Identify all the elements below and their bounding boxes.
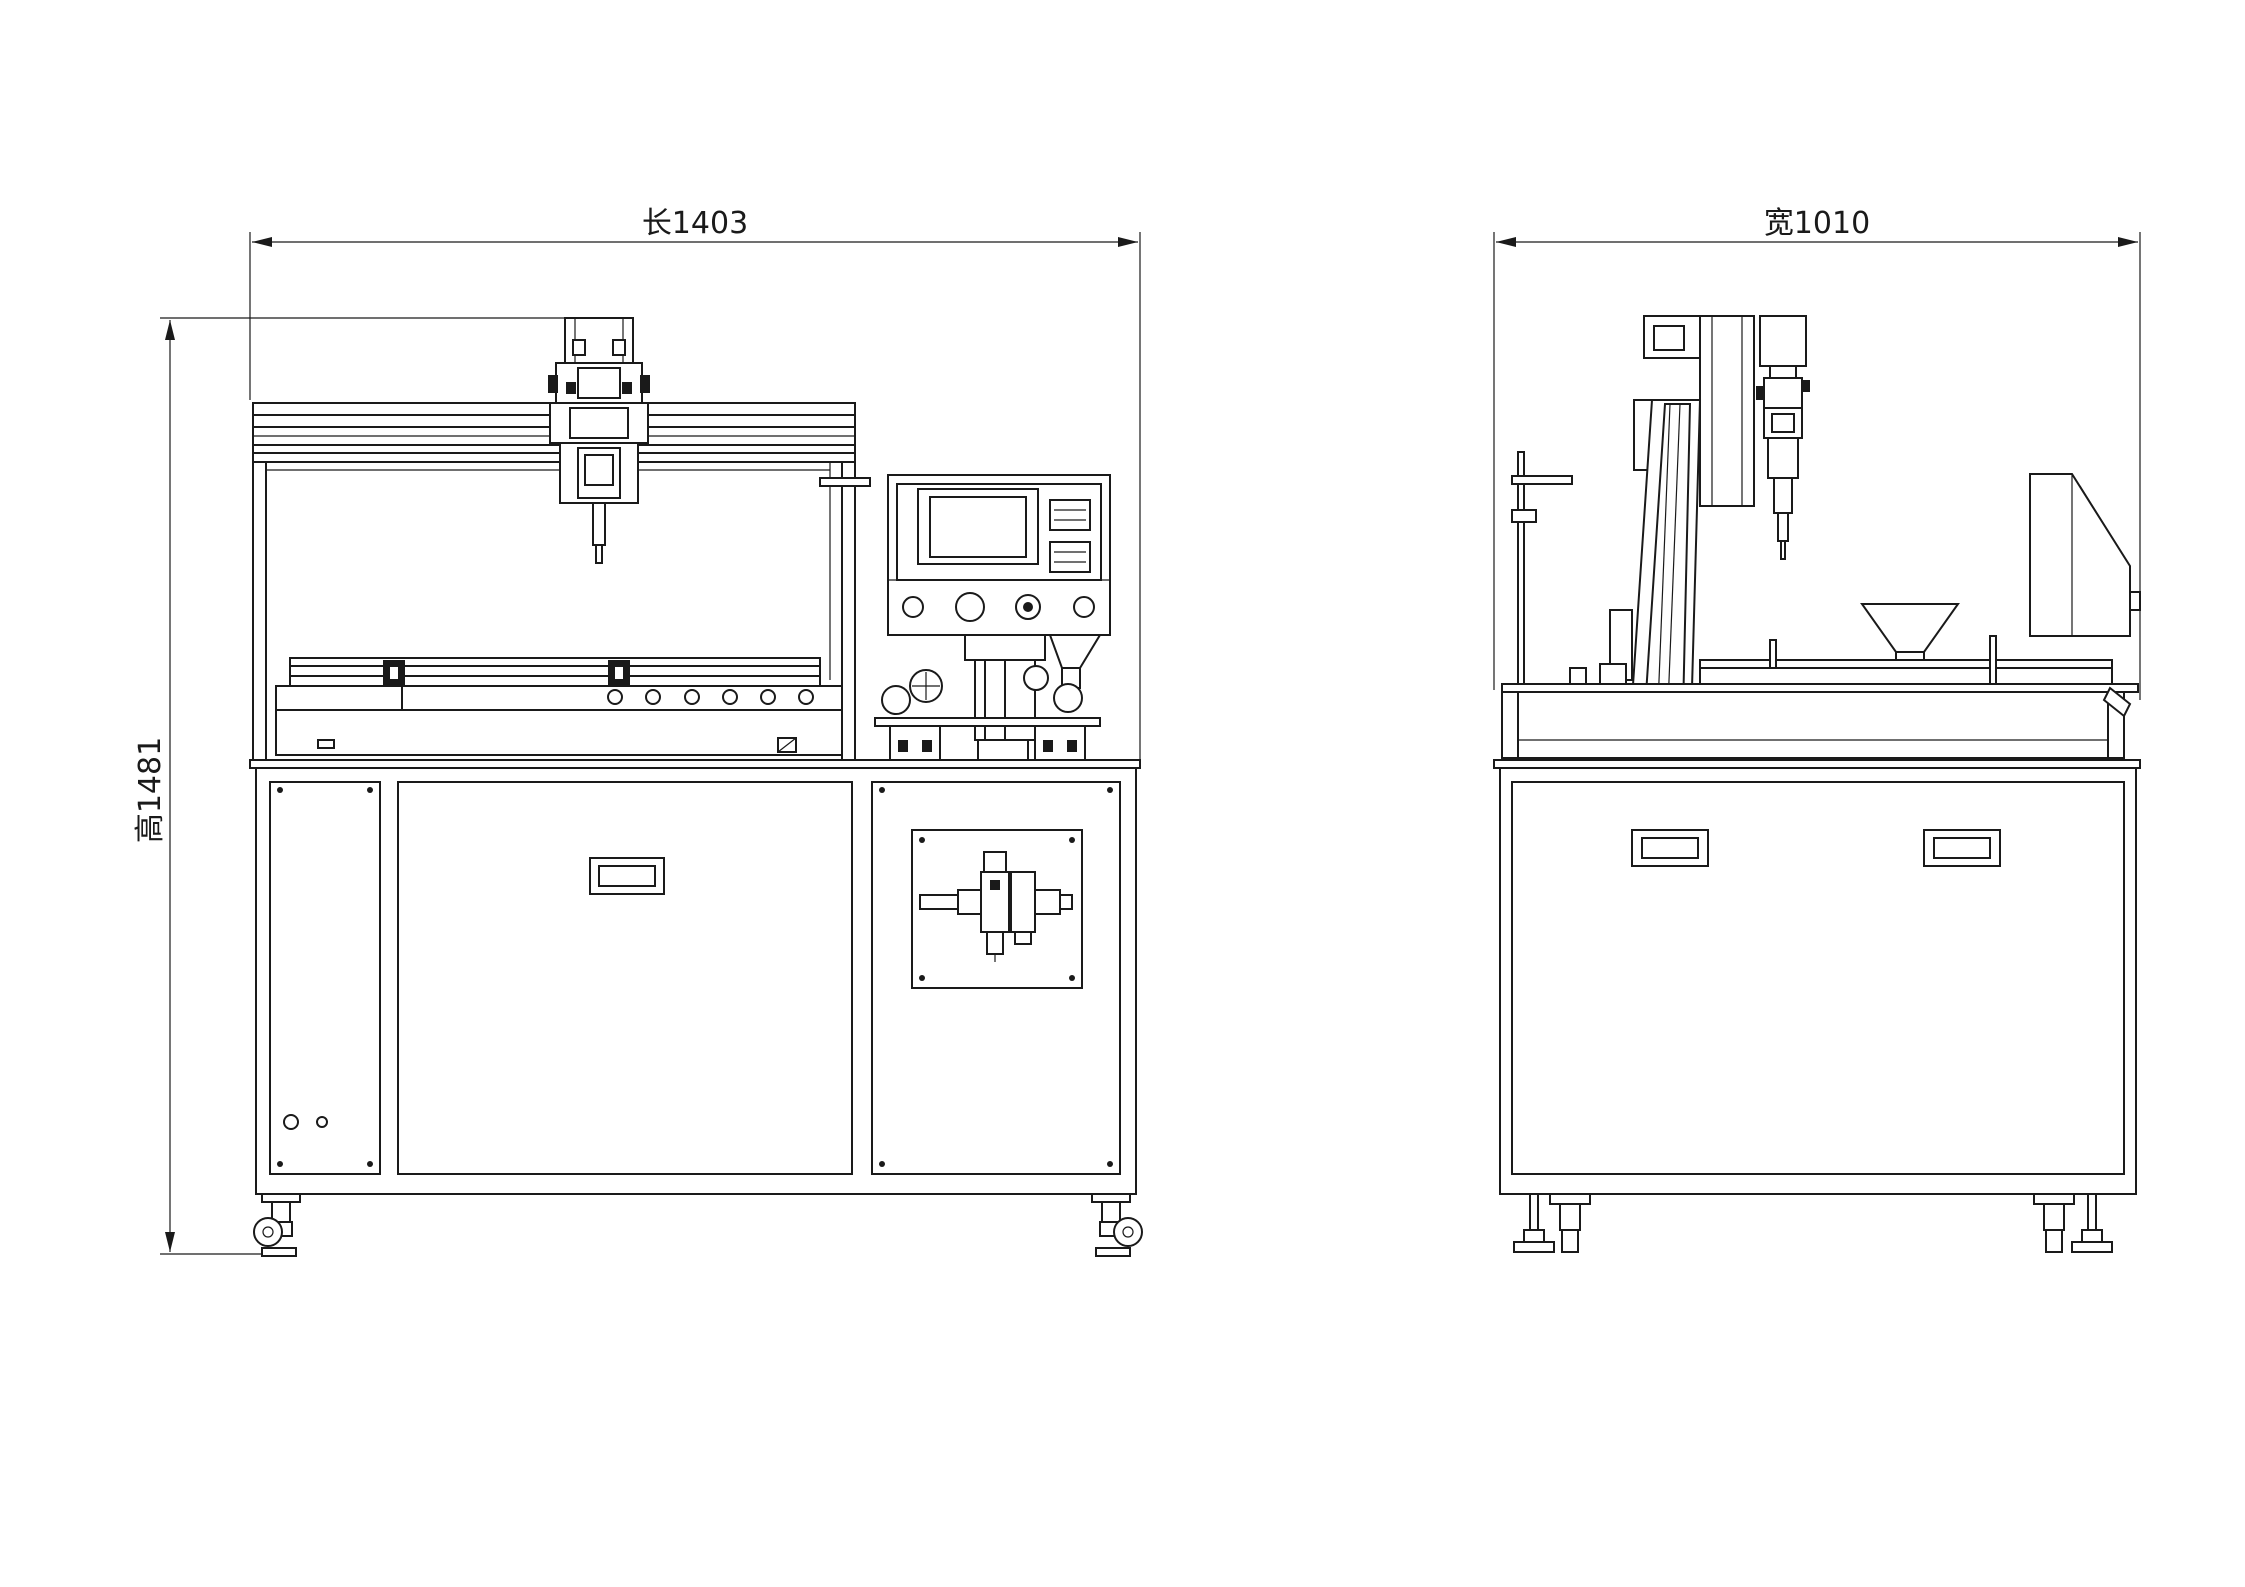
side-casters <box>1513 1193 2113 1253</box>
dimension-height: 高1481 <box>133 317 565 1255</box>
side-funnel <box>1860 603 1960 663</box>
front-casters <box>253 1193 1143 1257</box>
side-column <box>1599 315 1755 761</box>
side-dispensing-head <box>1756 315 1810 560</box>
front-gantry-frame <box>252 402 871 760</box>
front-valve-assembly <box>874 634 1102 761</box>
side-worktable <box>1501 635 2139 759</box>
dimension-width: 宽1010 <box>1493 206 2141 700</box>
width-dimension-label: 宽1010 <box>1764 206 1870 241</box>
side-control-box <box>2029 473 2141 637</box>
length-dimension-label: 长1403 <box>642 206 748 241</box>
side-view <box>1493 315 2141 1253</box>
front-dispensing-head <box>548 317 650 564</box>
front-view <box>249 317 1143 1257</box>
side-holder-rod <box>1511 451 1573 685</box>
dimension-length: 长1403 <box>249 206 1141 760</box>
height-dimension-label: 高1481 <box>133 737 168 843</box>
front-filter-regulator <box>911 829 1083 989</box>
front-worktable <box>275 657 843 756</box>
side-base-cabinet <box>1493 759 2141 1195</box>
front-control-panel <box>887 474 1111 636</box>
